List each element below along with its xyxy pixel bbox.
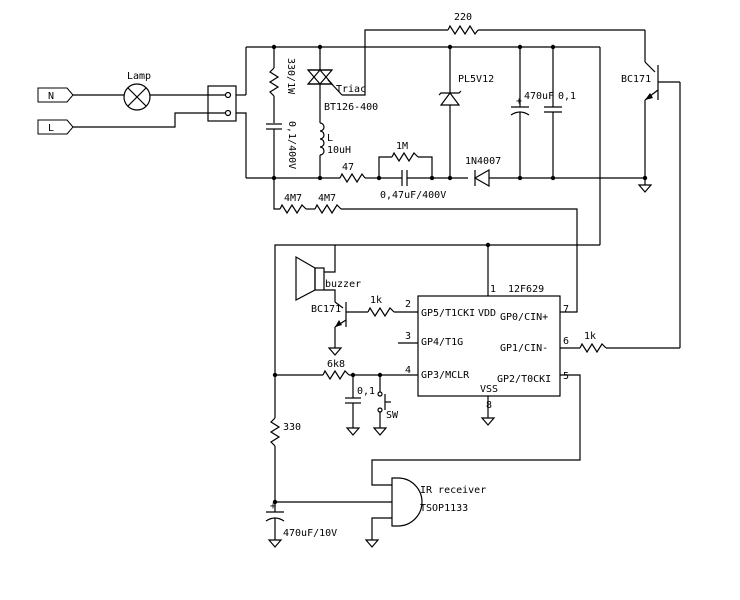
resistor-1k-gp5: 1k [367,295,418,318]
resistor-330: 330 [269,348,301,512]
pin-vdd-label: VDD [478,308,496,319]
pin2-number: 2 [405,299,411,310]
pin6-number: 6 [563,336,569,347]
ir-part-label: TSOP1133 [420,503,468,514]
pin-vss-label: VSS [480,384,498,395]
pin4-number: 4 [405,365,411,376]
n-terminal-label: N [48,91,54,102]
buzzer-label: buzzer [325,279,361,290]
capacitor-0-47uf-label: 0,47uF/400V [380,190,446,201]
resistor-1m: 1M [378,141,433,178]
l-terminal-label: L [48,123,54,134]
pin-gp3-label: GP3/MCLR [421,370,470,381]
capacitor-470uf: + 470uF [510,47,554,178]
capacitor-0-1-mclr: 0,1 [345,375,375,436]
transistor-bc171-buzzer: BC171 [311,301,368,345]
transistor-buzzer-label: BC171 [311,304,341,315]
transistor-bc171-top: BC171 [621,30,681,348]
ground-symbol-buzzer [327,345,343,356]
pin7-number: 7 [563,304,569,315]
pin-gp5-label: GP5/T1CKI [421,308,475,319]
resistor-1k-a-label: 1k [370,295,382,306]
resistor-4m7-a-label: 4M7 [284,193,302,204]
zener-label: PL5V12 [458,74,494,85]
resistor-47-label: 47 [342,162,354,173]
resistor-4m7-b-label: 4M7 [318,193,336,204]
lamp-symbol: Lamp [123,71,151,111]
switch-label: SW [386,410,399,421]
svg-text:+: + [516,96,522,107]
pin1-number: 1 [490,284,496,295]
ir-title-label: IR receiver [420,485,486,496]
capacitor-0-47uf: 0,47uF/400V [379,170,468,201]
ground-symbol-vss [480,396,496,426]
switch-sw: SW [372,375,399,436]
ground-symbol-top [637,178,653,193]
resistor-1k-b-label: 1k [584,331,596,342]
pin5-number: 5 [563,371,569,382]
resistor-330-1w: 330/1W [268,47,296,123]
pin-gp1-label: GP1/CIN- [500,343,548,354]
capacitor-0-1-400v-label: 0,1/400V [286,121,297,169]
resistor-1k-gp1: 1k [560,331,680,354]
capacitor-470uf-label: 470uF [524,91,554,102]
capacitor-0-1-400v: 0,1/400V [266,121,297,178]
n-terminal: N [37,87,74,103]
wire-block-bottom [236,112,247,178]
resistor-47: 47 [339,162,379,184]
resistor-6k8-label: 6k8 [327,359,345,370]
diode-label: 1N4007 [465,156,501,167]
vdd-wire [274,244,600,348]
capacitor-0-1-mclr-label: 0,1 [357,386,375,397]
zener-diode: PL5V12 [438,47,494,178]
resistor-220: 220 [447,12,645,36]
pin-gp0-label: GP0/CIN+ [500,312,548,323]
lamp-label: Lamp [127,71,151,82]
resistor-1m-label: 1M [396,141,408,152]
wire-l-terminal [73,112,226,128]
pin3-number: 3 [405,331,411,342]
buzzer-symbol: buzzer [295,245,361,302]
inductor-value-label: 10uH [327,145,351,156]
inductor-10uh: L 10uH [319,122,351,178]
resistor-4m7-pair: 4M7 4M7 [273,178,578,313]
transistor-top-label: BC171 [621,74,651,85]
pin8-number: 8 [486,400,492,411]
ir-receiver: IR receiver TSOP1133 [275,374,581,548]
capacitor-470uf-10v: + 470uF/10V [265,501,337,548]
diode-1n4007: 1N4007 [465,156,645,188]
capacitor-0-1-right: 0,1 [544,47,576,178]
l-terminal: L [37,119,74,135]
resistor-330-label: 330 [283,422,301,433]
resistor-220-label: 220 [454,12,472,23]
terminal-block [207,85,237,122]
resistor-6k8: 6k8 [322,359,418,381]
pin-gp2-label: GP2/T0CKI [497,374,551,385]
resistor-330-1w-label: 330/1W [285,58,296,95]
triac-name-label: Triac [336,84,366,95]
svg-text:+: + [270,501,276,512]
triac-symbol: Triac BT126-400 [306,29,448,123]
triac-part-label: BT126-400 [324,102,378,113]
pin-gp4-label: GP4/T1G [421,337,463,348]
inductor-name-label: L [327,133,333,144]
pic-12f629: 12F629 VDD GP5/T1CKI GP4/T1G GP3/MCLR GP… [405,284,569,411]
chip-label: 12F629 [508,284,544,295]
capacitor-0-1-right-label: 0,1 [558,91,576,102]
capacitor-470uf-10v-label: 470uF/10V [283,528,337,539]
